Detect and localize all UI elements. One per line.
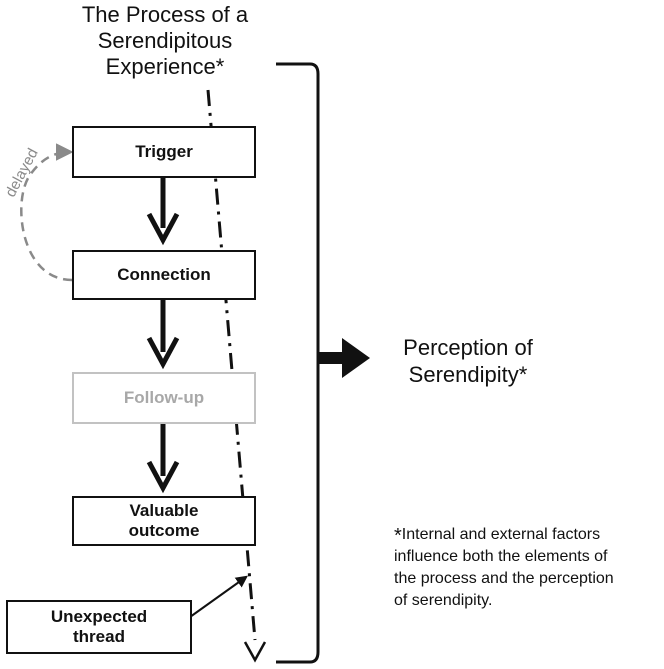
follow-up-label: Follow-up — [123, 387, 205, 407]
footnote-line-1: *Internal and external factors — [394, 522, 662, 547]
valuable-outcome-line-2: outcome — [128, 521, 200, 540]
arrow-to-perception — [318, 338, 370, 378]
footnote-text-1: Internal and external factors — [401, 526, 601, 543]
unexpected-thread-arrow — [189, 575, 248, 618]
timeline-dashdot-line — [206, 89, 257, 641]
footnote-line-4: of serendipity. — [394, 592, 493, 609]
title-line-3: Experience* — [105, 54, 225, 79]
connection-box: Connection — [72, 250, 256, 300]
perception-line-1: Perception of — [403, 335, 533, 360]
unexpected-thread-box: Unexpected thread — [6, 600, 192, 654]
timeline-arrowhead — [243, 641, 267, 663]
arrow-followup-to-outcome — [146, 424, 180, 494]
arrow-trigger-to-connection — [146, 178, 180, 246]
arrow-connection-to-followup — [146, 300, 180, 370]
diagram-title: The Process of a Serendipitous Experienc… — [40, 2, 290, 80]
footnote-star: * — [394, 525, 402, 547]
footnote-line-2: influence both the elements of — [394, 548, 608, 565]
valuable-outcome-line-1: Valuable — [129, 500, 199, 520]
footnote-line-3: the process and the perception — [394, 570, 614, 587]
delayed-arrow — [20, 143, 74, 282]
connection-label: Connection — [117, 264, 211, 284]
trigger-label: Trigger — [135, 141, 193, 161]
title-line-1: The Process of a — [81, 2, 249, 27]
perception-of-serendipity: Perception of Serendipity* — [368, 334, 568, 388]
trigger-box: Trigger — [72, 126, 256, 178]
unexpected-thread-line-1: Unexpected — [50, 606, 148, 626]
unexpected-thread-line-2: thread — [73, 627, 125, 646]
valuable-outcome-box: Valuable outcome — [72, 496, 256, 546]
footnote: *Internal and external factors influence… — [394, 522, 662, 612]
perception-line-2: Serendipity* — [408, 362, 528, 387]
title-line-2: Serendipitous — [97, 28, 233, 53]
follow-up-box: Follow-up — [72, 372, 256, 424]
process-bracket — [276, 62, 320, 664]
